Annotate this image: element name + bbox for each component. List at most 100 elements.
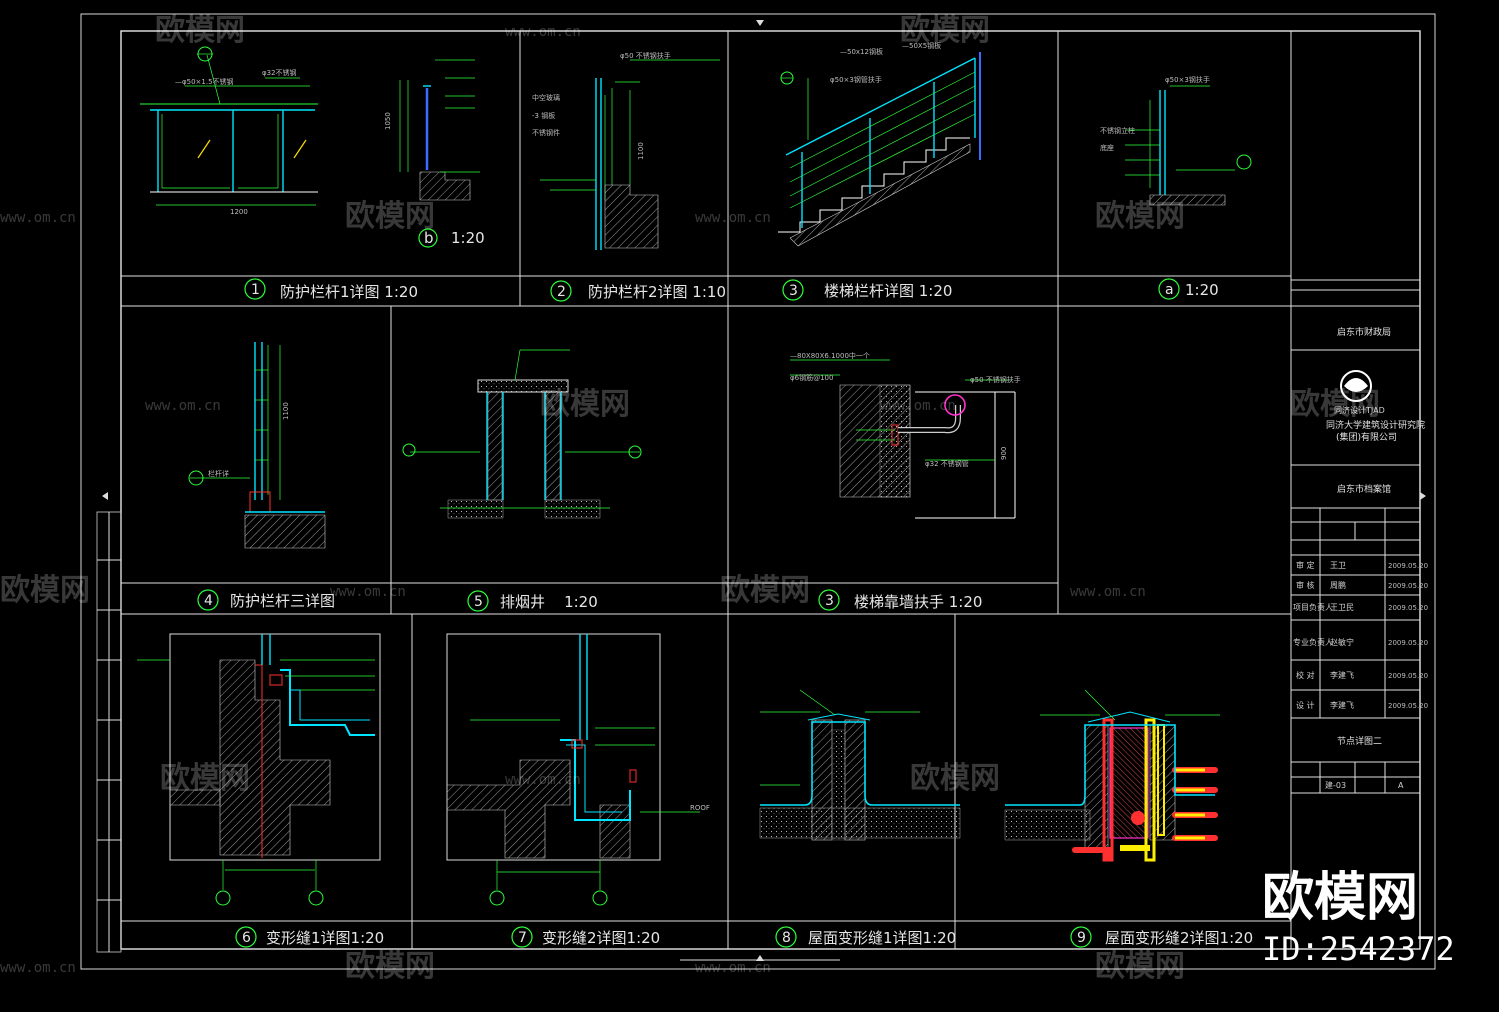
tb-name-0: 王卫 bbox=[1330, 561, 1346, 570]
detail-a-section: φ50×3钢扶手 不锈钢立柱 底座 bbox=[1100, 75, 1252, 206]
svg-text:1050: 1050 bbox=[384, 112, 392, 130]
wm-brand-6: 欧模网 bbox=[1290, 387, 1380, 422]
svg-text:—50X5钢板: —50X5钢板 bbox=[902, 41, 941, 50]
title-block: 启东市财政局 同济设计TJAD 同济大学建筑设计研究院 (集团)有限公司 启东市… bbox=[1291, 279, 1428, 794]
detail-b-scale: 1:20 bbox=[451, 229, 485, 247]
wm-brand-12: 欧模网 bbox=[1095, 949, 1185, 984]
detail-7-expansion-joint: ROOF bbox=[446, 633, 710, 906]
caption-4-title: 防护栏杆三详图 bbox=[230, 592, 335, 610]
wm-url-1: www.om.cn bbox=[505, 24, 581, 40]
caption-7-title: 变形缝2详图1:20 bbox=[542, 929, 660, 947]
caption-handrail-title: 楼梯靠墙扶手 1:20 bbox=[854, 593, 982, 611]
tb-version: A bbox=[1398, 781, 1404, 790]
handrail-spec: φ50 不锈钢扶手 bbox=[970, 375, 1021, 384]
caption-6-number: 6 bbox=[242, 930, 251, 946]
bar-spec: φ32 不锈钢管 bbox=[925, 459, 969, 468]
panel-captions: 1 防护栏杆1详图 1:20 2 防护栏杆2详图 1:10 3 楼梯栏杆详图 1… bbox=[197, 278, 1253, 948]
wm-brand-5: 欧模网 bbox=[540, 387, 630, 422]
detail-3-stair-railing: —50x12钢板 φ50×3钢管扶手 —50X5钢板 bbox=[778, 41, 981, 247]
caption-3-title: 楼梯栏杆详图 1:20 bbox=[824, 282, 952, 300]
svg-text:不锈钢件: 不锈钢件 bbox=[532, 128, 560, 137]
caption-4-number: 4 bbox=[204, 593, 213, 609]
svg-text:φ50×3钢扶手: φ50×3钢扶手 bbox=[1165, 75, 1210, 84]
tb-name-3: 赵敏宁 bbox=[1330, 637, 1354, 647]
tb-name-1: 周鹏 bbox=[1330, 580, 1346, 590]
detail-b-railing-section: 1050 b 1:20 bbox=[384, 59, 485, 248]
detail-8-roof-expansion-joint bbox=[759, 689, 961, 841]
tb-sheet-no: 建-03 bbox=[1325, 780, 1346, 790]
tb-drawing-title: 节点详图二 bbox=[1337, 735, 1382, 747]
caption-9-title: 屋面变形缝2详图1:20 bbox=[1105, 929, 1253, 947]
wm-brand-9: 欧模网 bbox=[160, 761, 250, 796]
railing-label: 栏杆详 bbox=[208, 469, 229, 478]
caption-2-title: 防护栏杆2详图 1:10 bbox=[588, 283, 726, 301]
caption-7-number: 7 bbox=[518, 930, 527, 946]
svg-text:—φ50×1.5不锈钢: —φ50×1.5不锈钢 bbox=[175, 77, 234, 86]
svg-text:1100: 1100 bbox=[637, 142, 645, 160]
detail-2-railing: φ50 不锈钢扶手 中空玻璃 -3 钢板 不锈钢件 1100 bbox=[532, 51, 720, 250]
caption-2-number: 2 bbox=[557, 284, 566, 300]
wm-url-3: www.om.cn bbox=[695, 210, 771, 226]
caption-1-title: 防护栏杆1详图 1:20 bbox=[280, 283, 418, 301]
plate-spec: —80X80X6.1000中一个 bbox=[790, 351, 870, 360]
wm-url-10: www.om.cn bbox=[695, 960, 771, 976]
tb-institute-line2: (集团)有限公司 bbox=[1336, 431, 1397, 443]
caption-a-title: 1:20 bbox=[1185, 281, 1219, 299]
detail-b-number: b bbox=[424, 229, 434, 247]
svg-text:1100: 1100 bbox=[282, 402, 290, 420]
tb-date-3: 2009.05.20 bbox=[1388, 639, 1428, 647]
caption-1-number: 1 bbox=[251, 282, 260, 298]
caption-3-number: 3 bbox=[789, 283, 798, 299]
watermarks: 欧模网 欧模网 欧模网 欧模网 欧模网 欧模网 欧模网 欧模网 欧模网 欧模网 … bbox=[0, 13, 1455, 984]
tb-date-0: 2009.05.20 bbox=[1388, 562, 1428, 570]
tb-row-3: 专业负责人 bbox=[1293, 637, 1333, 647]
wm-brand-4: 欧模网 bbox=[1095, 199, 1185, 234]
bolt-spec: φ6钢筋@100 bbox=[790, 373, 833, 382]
wm-brand-7: 欧模网 bbox=[0, 573, 90, 608]
svg-text:φ50×3钢管扶手: φ50×3钢管扶手 bbox=[830, 75, 882, 84]
wm-brand-large: 欧模网 bbox=[1262, 868, 1418, 928]
tb-institute-line1: 同济大学建筑设计研究院 bbox=[1326, 419, 1425, 431]
edge-markers bbox=[102, 20, 1426, 961]
tb-row-1: 审 核 bbox=[1296, 580, 1315, 590]
caption-a-number: a bbox=[1165, 282, 1174, 298]
caption-5-number: 5 bbox=[474, 594, 483, 610]
svg-text:1200: 1200 bbox=[230, 208, 248, 216]
detail-9-roof-expansion-joint bbox=[1004, 689, 1220, 862]
tb-date-1: 2009.05.20 bbox=[1388, 582, 1428, 590]
roof-mark-7: ROOF bbox=[690, 804, 710, 812]
wm-brand-11: 欧模网 bbox=[345, 949, 435, 984]
wm-id: ID:2542372 bbox=[1262, 930, 1455, 968]
wm-url-2: www.om.cn bbox=[0, 210, 76, 226]
svg-text:底座: 底座 bbox=[1100, 143, 1114, 152]
wm-url-8: www.om.cn bbox=[505, 772, 581, 788]
detail-5-smoke-shaft bbox=[402, 349, 642, 519]
tb-name-4: 李建飞 bbox=[1330, 670, 1354, 680]
binding-strip bbox=[96, 511, 122, 953]
wm-brand-10: 欧模网 bbox=[910, 761, 1000, 796]
svg-text:φ50 不锈钢扶手: φ50 不锈钢扶手 bbox=[620, 51, 671, 60]
inner-frame bbox=[120, 30, 1421, 950]
caption-9-number: 9 bbox=[1077, 930, 1086, 946]
detail-4-railing-three: 栏杆详 1100 bbox=[188, 342, 326, 549]
wm-url-4: www.om.cn bbox=[145, 398, 221, 414]
tb-row-0: 审 定 bbox=[1296, 560, 1315, 570]
tb-logo-caption: 同济设计TJAD bbox=[1334, 405, 1385, 415]
tb-row-5: 设 计 bbox=[1296, 700, 1315, 710]
wm-brand-3: 欧模网 bbox=[345, 199, 435, 234]
caption-6-title: 变形缝1详图1:20 bbox=[266, 929, 384, 947]
wm-brand-8: 欧模网 bbox=[720, 573, 810, 608]
tjad-logo-icon bbox=[1340, 370, 1372, 402]
tb-date-5: 2009.05.20 bbox=[1388, 702, 1428, 710]
tb-date-2: 2009.05.20 bbox=[1388, 604, 1428, 612]
caption-handrail-number: 3 bbox=[825, 593, 834, 609]
wm-url-6: www.om.cn bbox=[330, 584, 406, 600]
outer-frame bbox=[80, 13, 1436, 970]
svg-text:中空玻璃: 中空玻璃 bbox=[532, 93, 560, 102]
detail-1-railing-elevation: —φ50×1.5不锈钢 φ32不锈钢 1200 bbox=[140, 46, 318, 216]
svg-text:不锈钢立柱: 不锈钢立柱 bbox=[1100, 126, 1135, 135]
tb-name-5: 李建飞 bbox=[1330, 700, 1354, 710]
dim-900: 900 bbox=[1000, 447, 1008, 460]
tb-date-4: 2009.05.20 bbox=[1388, 672, 1428, 680]
